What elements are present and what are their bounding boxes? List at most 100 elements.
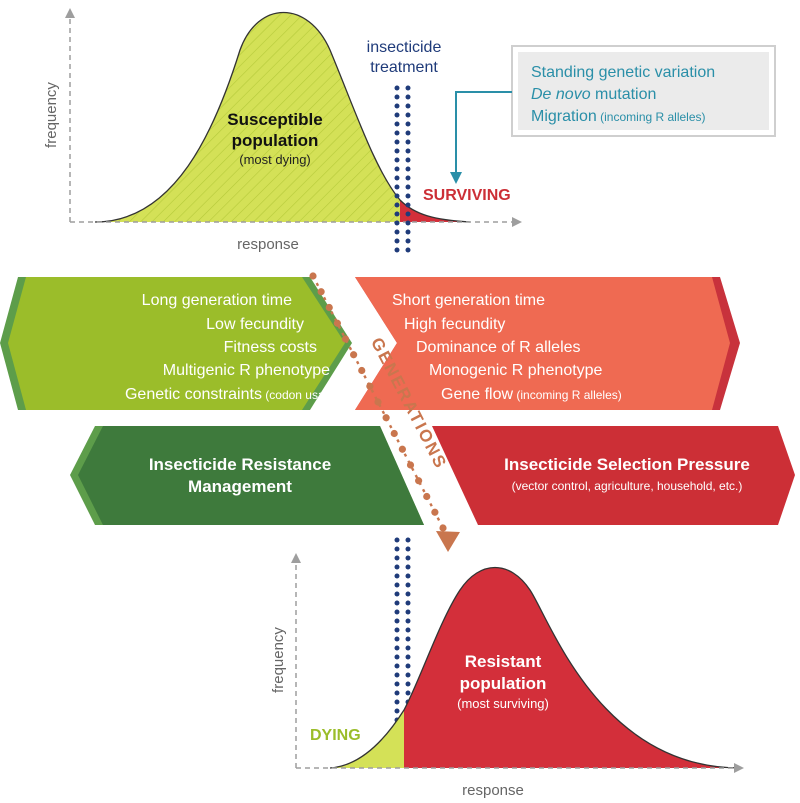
treatment-dot: [405, 618, 411, 624]
treatment-dot: [394, 681, 400, 687]
treatment-dot: [394, 690, 400, 696]
treatment-dot: [405, 121, 411, 127]
resistant-title-line1: Resistant: [465, 652, 542, 671]
treatment-dot: [394, 708, 400, 714]
treatment-dot: [405, 672, 411, 678]
treatment-dot: [405, 537, 411, 543]
resistant-title-line2: population: [460, 674, 547, 693]
treatment-dot: [405, 555, 411, 561]
treatment-dot: [405, 103, 411, 109]
bottom-x-axis-label: response: [462, 782, 524, 799]
treatment-dot: [394, 103, 400, 109]
resistant-curve-fill: [404, 567, 740, 768]
treatment-dot: [405, 591, 411, 597]
treatment-dot: [405, 627, 411, 633]
treatment-dot: [394, 582, 400, 588]
treatment-dot: [405, 220, 411, 226]
sources-arrow: [450, 91, 512, 184]
dying-label: DYING: [310, 727, 361, 744]
treatment-dot: [405, 229, 411, 235]
generation-bead: [382, 414, 390, 422]
generations-arrow: [309, 272, 460, 552]
treatment-dot: [394, 175, 400, 181]
top-y-axis-label: frequency: [43, 82, 60, 148]
sources-line2-rest: mutation: [591, 86, 657, 103]
generation-bead: [398, 445, 406, 453]
treatment-dot: [405, 582, 411, 588]
susceptible-title-line2: population: [232, 131, 319, 150]
resistant-subtitle: (most surviving): [457, 696, 549, 711]
treatment-dot: [394, 618, 400, 624]
treatment-dot: [394, 220, 400, 226]
treatment-dot: [394, 636, 400, 642]
treatment-dot: [405, 157, 411, 163]
susceptible-title-line1: Susceptible: [227, 110, 322, 129]
susceptible-subtitle: (most dying): [239, 152, 311, 167]
treatment-dot: [394, 112, 400, 118]
treatment-dot: [405, 663, 411, 669]
generation-bead: [350, 351, 358, 359]
sources-line3-main: Migration: [531, 108, 597, 125]
treatment-dot: [405, 202, 411, 208]
treatment-dot: [405, 184, 411, 190]
treatment-dot: [405, 175, 411, 181]
treatment-dot: [394, 184, 400, 190]
sources-line2: De novo mutation: [531, 86, 656, 103]
generation-bead: [325, 303, 333, 312]
treatment-dot: [394, 94, 400, 100]
treatment-dot: [394, 609, 400, 615]
treatment-dot: [405, 238, 411, 244]
bottom-y-axis-label: frequency: [270, 627, 287, 693]
surviving-label: SURVIVING: [423, 187, 511, 204]
susceptible-curve-outline: [94, 12, 471, 223]
treatment-dot: [394, 654, 400, 660]
generation-bead: [358, 366, 366, 375]
treatment-label-line1: insecticide: [367, 39, 442, 56]
sources-line1: Standing genetic variation: [531, 64, 715, 81]
right-factor-2: High fecundity: [404, 316, 505, 333]
management-box: [78, 426, 424, 525]
left-factor-2: Low fecundity: [206, 316, 304, 333]
treatment-dot: [405, 600, 411, 606]
treatment-dot: [394, 193, 400, 199]
treatment-dot: [394, 699, 400, 705]
treatment-dot: [405, 112, 411, 118]
treatment-dot: [405, 139, 411, 145]
treatment-dot: [394, 555, 400, 561]
treatment-dot: [405, 654, 411, 660]
treatment-dot: [394, 627, 400, 633]
top-x-axis-label: response: [237, 236, 299, 253]
treatment-dot: [394, 564, 400, 570]
treatment-dot: [405, 636, 411, 642]
bottom-panel: frequency response Resistant population …: [270, 553, 744, 799]
generation-bead: [423, 492, 431, 501]
generation-bead: [431, 508, 439, 516]
treatment-dot: [405, 609, 411, 615]
dying-tail-fill: [330, 710, 404, 768]
treatment-dot: [405, 211, 411, 217]
treatment-dot: [394, 591, 400, 597]
surviving-tail-fill: [400, 200, 470, 222]
generation-bead: [415, 477, 423, 485]
resistant-curve-outline: [329, 567, 741, 769]
management-title-line1: Insecticide Resistance: [149, 455, 331, 474]
treatment-dot: [405, 94, 411, 100]
generations-arrowhead: [436, 531, 460, 552]
treatment-dot: [394, 546, 400, 552]
sources-line3-small: (incoming R alleles): [597, 110, 706, 124]
treatment-dot: [394, 600, 400, 606]
treatment-dot: [394, 663, 400, 669]
treatment-dot: [394, 247, 400, 253]
treatment-dot: [405, 148, 411, 154]
susceptible-curve-hatch: [95, 12, 400, 222]
treatment-dot: [405, 130, 411, 136]
treatment-dot: [394, 139, 400, 145]
generations-beads: [309, 272, 447, 532]
treatment-dot: [394, 238, 400, 244]
left-factor-3: Fitness costs: [224, 339, 317, 356]
treatment-dot: [405, 85, 411, 91]
treatment-dot: [394, 121, 400, 127]
treatment-dot: [394, 157, 400, 163]
right-factor-5: Gene flow (incoming R alleles): [441, 386, 622, 403]
treatment-dot: [405, 690, 411, 696]
